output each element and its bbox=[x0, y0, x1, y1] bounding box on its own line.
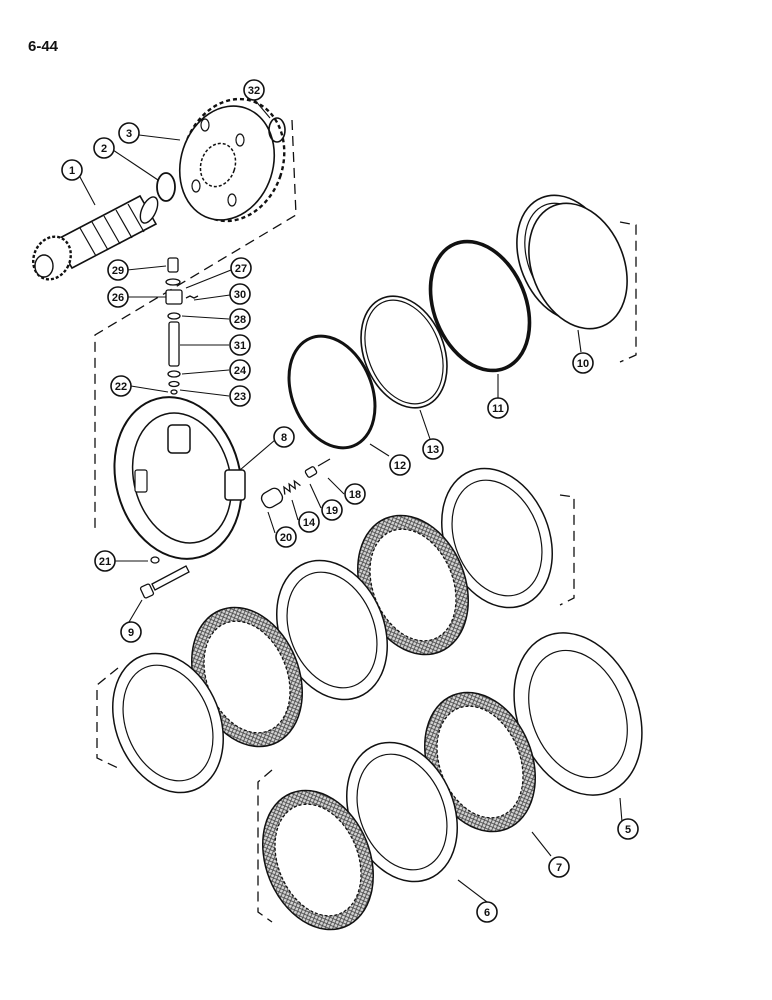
callout-number: 6 bbox=[484, 907, 490, 919]
backup-ring-inner bbox=[364, 299, 444, 405]
snap-ring bbox=[268, 117, 286, 143]
callout-3: 3 bbox=[118, 122, 140, 144]
callout-number: 24 bbox=[234, 365, 247, 377]
callout-8: 8 bbox=[273, 426, 295, 448]
ring-gear bbox=[178, 97, 286, 223]
callout-number: 18 bbox=[349, 489, 361, 501]
leader-lines bbox=[79, 98, 623, 903]
piston-housing bbox=[113, 396, 246, 560]
callout-number: 1 bbox=[69, 165, 75, 177]
piston bbox=[516, 194, 628, 330]
callout-1: 1 bbox=[61, 159, 83, 181]
callout-23: 23 bbox=[229, 385, 251, 407]
callout-14: 14 bbox=[298, 511, 320, 533]
callout-6: 6 bbox=[476, 901, 498, 923]
callout-number: 3 bbox=[126, 128, 132, 140]
callout-11: 11 bbox=[487, 397, 509, 419]
callout-number: 12 bbox=[394, 460, 406, 472]
callout-24: 24 bbox=[229, 359, 251, 381]
callout-30: 30 bbox=[229, 283, 251, 305]
callout-number: 22 bbox=[115, 381, 127, 393]
cap-screw bbox=[139, 565, 190, 599]
callout-number: 13 bbox=[427, 444, 439, 456]
relief-valve-parts bbox=[260, 458, 331, 509]
callout-22: 22 bbox=[110, 375, 132, 397]
callout-21: 21 bbox=[94, 550, 116, 572]
callout-number: 7 bbox=[556, 862, 562, 874]
callout-number: 28 bbox=[234, 314, 246, 326]
callout-number: 30 bbox=[234, 289, 246, 301]
callout-19: 19 bbox=[321, 499, 343, 521]
splined-shaft bbox=[32, 194, 159, 281]
callout-number: 29 bbox=[112, 265, 124, 277]
callout-number: 31 bbox=[234, 340, 246, 352]
plug bbox=[150, 556, 160, 564]
callout-20: 20 bbox=[275, 526, 297, 548]
assembly-bracket-lines bbox=[94, 119, 637, 923]
callout-2: 2 bbox=[93, 137, 115, 159]
callout-5: 5 bbox=[617, 818, 639, 840]
callout-9: 9 bbox=[120, 621, 142, 643]
callout-26: 26 bbox=[107, 286, 129, 308]
callout-number: 21 bbox=[99, 556, 111, 568]
callout-number: 20 bbox=[280, 532, 292, 544]
callout-10: 10 bbox=[572, 352, 594, 374]
callout-28: 28 bbox=[229, 308, 251, 330]
inner-seal-ring bbox=[287, 334, 377, 450]
callout-number: 11 bbox=[492, 403, 504, 415]
callout-29: 29 bbox=[107, 259, 129, 281]
callout-number: 14 bbox=[303, 517, 316, 529]
callout-27: 27 bbox=[230, 257, 252, 279]
callout-13: 13 bbox=[422, 438, 444, 460]
valve-parts-stack bbox=[165, 257, 199, 395]
page-number: 6-44 bbox=[28, 38, 59, 55]
outer-seal-ring bbox=[428, 239, 532, 373]
callout-18: 18 bbox=[344, 483, 366, 505]
callout-number: 19 bbox=[326, 505, 338, 517]
callout-number: 26 bbox=[112, 292, 124, 304]
callout-31: 31 bbox=[229, 334, 251, 356]
callout-number: 9 bbox=[128, 627, 134, 639]
callout-number: 5 bbox=[625, 824, 631, 836]
callout-number: 2 bbox=[101, 143, 107, 155]
callout-number: 27 bbox=[235, 263, 247, 275]
callout-number: 8 bbox=[281, 432, 287, 444]
callout-labels: 1233229262730283124222381011121318191420… bbox=[61, 79, 639, 923]
snap-ring bbox=[156, 172, 176, 202]
callout-number: 10 bbox=[577, 358, 589, 370]
callout-number: 32 bbox=[248, 85, 260, 97]
callout-12: 12 bbox=[389, 454, 411, 476]
callout-7: 7 bbox=[548, 856, 570, 878]
callout-32: 32 bbox=[243, 79, 265, 101]
backup-ring bbox=[360, 295, 448, 409]
callout-number: 23 bbox=[234, 391, 246, 403]
